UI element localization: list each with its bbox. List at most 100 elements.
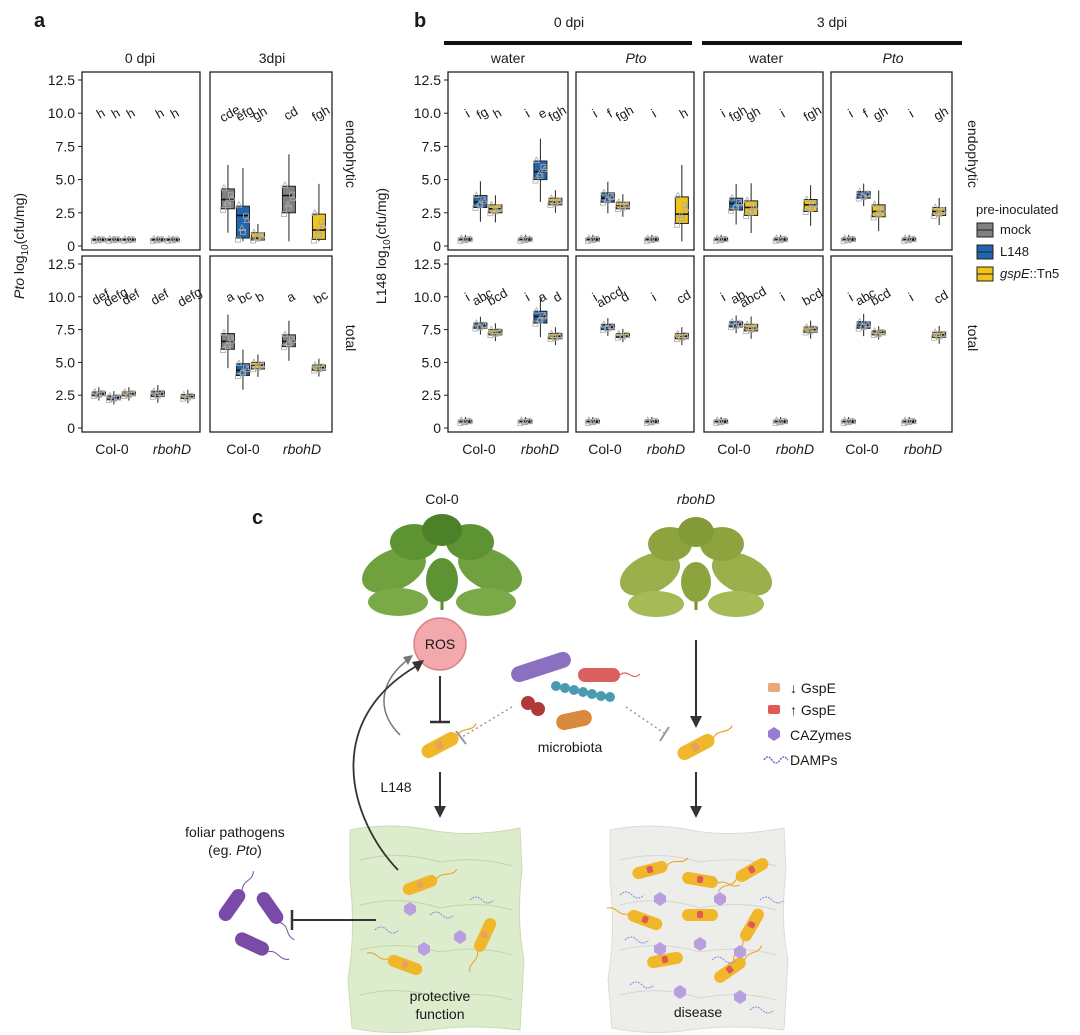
b-sig-label: i (777, 106, 787, 120)
tissue-col0-bacteria (366, 869, 497, 976)
a-point (106, 391, 114, 399)
b-point (845, 237, 852, 244)
a-point (235, 359, 243, 367)
b-point (931, 328, 939, 335)
b-sig-label: fgh (613, 102, 636, 124)
a-sig-label: h (94, 105, 108, 122)
b-point (487, 200, 496, 208)
b-point (780, 235, 789, 243)
legend-cazymes: CAZymes (790, 727, 851, 743)
b-point (677, 211, 685, 218)
b-ytick-r0-4: 10.0 (414, 105, 441, 121)
l148-bacterium-icon (421, 723, 477, 759)
ros-label: ROS (425, 636, 455, 652)
b-sig-label: i (906, 106, 916, 120)
b-ytick-r1-5: 12.5 (414, 256, 441, 272)
b-strip-water-0: water (490, 50, 526, 66)
a-point (169, 237, 176, 244)
a-point (184, 394, 191, 401)
a-sig-label: fgh (309, 102, 332, 124)
b-sig-label: i (649, 290, 659, 304)
b-point (878, 328, 887, 336)
a-ytick-r1-0: 0 (67, 420, 75, 436)
a-strip-total: total (343, 325, 359, 351)
b-ytick-r1-3: 7.5 (422, 322, 442, 338)
b-point (736, 199, 743, 205)
b-facet-frame-6 (703, 255, 824, 433)
b-point (472, 191, 481, 198)
a-point (314, 227, 322, 235)
b-point (472, 205, 479, 211)
legend-title: pre-inoculated (976, 202, 1058, 217)
l148-label: L148 (380, 779, 411, 795)
a-point (316, 366, 322, 373)
pathogens-label-1: foliar pathogens (185, 824, 285, 840)
b-ytick-r0-0: 0 (433, 238, 441, 254)
b-ytick-r0-2: 5.0 (422, 172, 442, 188)
a-point (238, 224, 246, 231)
a-point (240, 228, 246, 235)
b-point (540, 165, 549, 173)
a-point (154, 237, 161, 244)
legend-gspe-up: ↑ GspE (790, 702, 836, 718)
b-point (674, 329, 682, 337)
a-point (158, 389, 166, 397)
a-sig-label: h (168, 105, 182, 122)
a-point (243, 216, 251, 224)
b-sig-label: i (649, 106, 659, 120)
b-point (492, 208, 499, 215)
b-point (936, 211, 943, 217)
a-point (121, 387, 129, 395)
a-xtick-rbohd-right: rbohD (283, 441, 321, 457)
legend-label-l148: L148 (1000, 244, 1029, 259)
b-point (721, 235, 729, 243)
b-point (718, 419, 725, 426)
b-point (931, 203, 939, 210)
b-sig-label: bcd (800, 285, 826, 308)
b-point (848, 235, 857, 243)
b-point (939, 207, 947, 214)
b-ytick-r1-4: 10.0 (414, 289, 441, 305)
b-point (733, 204, 740, 211)
a-sig-label: b (253, 289, 267, 306)
b-point (728, 207, 735, 214)
b-ylabel-unit: (cfu/mg) (373, 188, 389, 239)
legend-gspe-down-icon (768, 683, 780, 692)
b-sig-label: fgh (546, 102, 569, 124)
b-point (547, 194, 556, 201)
b-sig-label: d (550, 289, 564, 306)
a-ytick-r0-2: 5.0 (56, 172, 76, 188)
schematic-legend: ↓ GspE ↑ GspE CAZymes DAMPs (763, 680, 851, 768)
a-point (316, 231, 322, 238)
b-sig-label: i (718, 290, 728, 304)
a-point (225, 343, 231, 350)
a-point (281, 330, 289, 338)
b-strip-total: total (965, 325, 981, 351)
a-box-gspE (311, 213, 326, 240)
a-ytick-r1-2: 5.0 (56, 354, 76, 370)
microbiota-icon (511, 651, 641, 731)
a-point (319, 363, 327, 371)
b-point (555, 197, 564, 205)
b-point (623, 201, 631, 208)
b-point (619, 333, 626, 340)
b-sig-label: i (777, 290, 787, 304)
a-point (286, 341, 292, 348)
a-sig-label: def (148, 286, 171, 308)
b-point (870, 200, 879, 208)
b-point (678, 215, 685, 222)
b-point (589, 237, 596, 244)
b-box-L148 (533, 160, 548, 181)
microbiota-inhibit-right-bar (659, 726, 670, 742)
b-point (537, 317, 544, 324)
b-point (532, 177, 539, 184)
b-sig-label: i (590, 106, 600, 120)
b-sig-label: i (590, 290, 600, 304)
col0-arrowhead-down (434, 806, 446, 818)
b-point (673, 221, 680, 228)
tissue-rbohd-cells (619, 855, 777, 1001)
microbiota-inhibit-left (461, 706, 513, 738)
b-sig-label: cd (931, 287, 950, 307)
b-point (593, 417, 601, 425)
a-point (319, 221, 327, 229)
